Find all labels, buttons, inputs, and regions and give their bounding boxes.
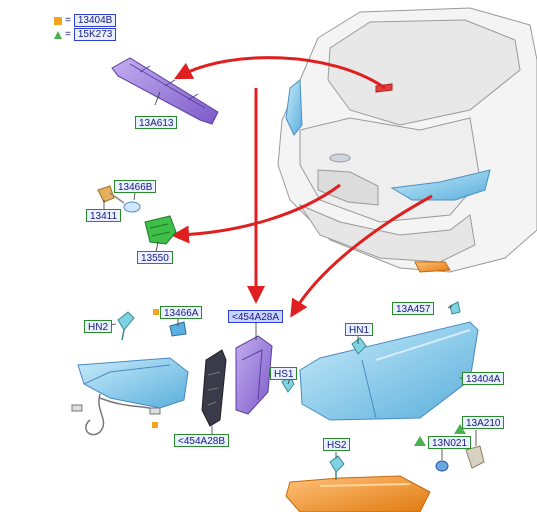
- arrow-to-high-mount-lamp: [174, 56, 386, 90]
- callout-HS2[interactable]: HS2: [323, 438, 351, 451]
- inner-lamp-lens-454A28A: [235, 335, 273, 415]
- bulb-HN2: [117, 311, 135, 331]
- triangle-marker-13N021: [414, 436, 426, 446]
- bulb-13A457: [449, 301, 461, 315]
- callout-HN1[interactable]: HN1: [345, 323, 374, 336]
- callout-454A28A[interactable]: <454A28A: [228, 310, 283, 323]
- arrow-to-outer-lamp: [290, 194, 433, 318]
- callout-13466B[interactable]: 13466B: [114, 180, 157, 193]
- main-tail-lamp-part: [281, 301, 479, 421]
- callout-454A28B[interactable]: <454A28B: [174, 434, 229, 447]
- socket-13A210: [465, 445, 485, 469]
- high-mount-stop-lamp-part: [111, 57, 219, 125]
- arrow-to-license-lamp: [171, 183, 341, 244]
- square-marker-13466A: [153, 309, 159, 315]
- left-lamp-lens: [77, 357, 189, 409]
- license-lamp-13550: [144, 215, 177, 245]
- bulb-13466A: [169, 321, 187, 337]
- legend-equals-2: =: [65, 29, 71, 40]
- triangle-marker-13A210: [454, 424, 466, 434]
- bulb-HS2: [329, 455, 345, 473]
- car-reflector: [414, 261, 451, 273]
- reflector-lens: [285, 475, 431, 512]
- bulb-HN1: [351, 337, 367, 355]
- vehicle-rear-illustration: [277, 7, 537, 273]
- car-tail-lamp-left: [285, 78, 303, 136]
- socket-13N021: [435, 460, 449, 472]
- legend-equals: =: [65, 15, 71, 26]
- bumper: [298, 203, 476, 263]
- legend-square-row: = 13404B: [54, 14, 117, 27]
- callout-13N021[interactable]: 13N021: [428, 436, 472, 449]
- inner-lamp-parts: [201, 335, 273, 427]
- bulb-13466B: [123, 201, 141, 213]
- legend-square-code: 13404B: [73, 14, 117, 27]
- license-lamp-parts: [97, 185, 177, 245]
- callout-13550[interactable]: 13550: [137, 251, 173, 264]
- brand-emblem: [329, 153, 351, 163]
- callout-13466A[interactable]: 13466A: [160, 306, 203, 319]
- license-recess: [317, 169, 379, 206]
- callout-13411[interactable]: 13411: [86, 209, 122, 222]
- callout-HS1[interactable]: HS1: [270, 367, 298, 380]
- car-tail-lamp-right: [390, 169, 491, 201]
- callout-13A210[interactable]: 13A210: [462, 416, 505, 429]
- left-tail-lamp-part: [71, 311, 189, 436]
- left-lamp-marker: [152, 422, 158, 428]
- legend-square-symbol: [54, 16, 62, 25]
- inner-lamp-housing-454A28B: [201, 349, 227, 427]
- callout-13A613[interactable]: 13A613: [135, 116, 178, 129]
- left-lamp-wiring: [85, 393, 105, 436]
- reflector-lamp-part: [285, 424, 485, 512]
- callout-13404A[interactable]: 13404A: [462, 372, 505, 385]
- legend-triangle-symbol: [54, 30, 62, 39]
- legend-triangle-code: 15K273: [73, 28, 117, 41]
- pointer-arrows: [171, 56, 433, 318]
- callout-HN2[interactable]: HN2: [84, 320, 113, 333]
- callout-13A457[interactable]: 13A457: [392, 302, 435, 315]
- legend-triangle-row: = 15K273: [54, 28, 117, 41]
- rear-window: [327, 19, 521, 126]
- lamp-socket-13411: [97, 185, 115, 203]
- hmsl-body: [111, 57, 219, 125]
